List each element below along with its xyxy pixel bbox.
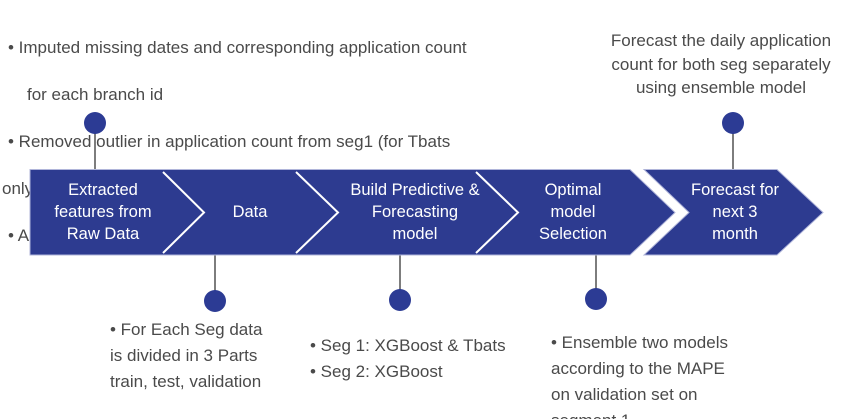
note-line: • Removed outlier in application count f… <box>8 131 451 151</box>
band-segment-optimal-model-selection: Optimal model Selection <box>539 181 607 243</box>
note-data-split: • For Each Seg data is divided in 3 Part… <box>110 320 263 391</box>
note-line: for each branch id <box>27 84 164 104</box>
band-segment-forecast-next-3-month: Forecast for next 3 month <box>690 181 780 243</box>
connector-dot-bottom-1 <box>204 290 226 312</box>
band-segment-data: Data <box>232 203 268 221</box>
band-segment-extracted-features: Extracted features from Raw Data <box>54 181 152 243</box>
connector-dot-bottom-2 <box>389 289 411 311</box>
note-line: • Imputed missing dates and correspondin… <box>8 37 467 57</box>
band-segment-build-model: Build Predictive & Forecasting model <box>350 181 480 243</box>
note-models-per-segment: • Seg 1: XGBoost & Tbats • Seg 2: XGBoos… <box>310 336 506 381</box>
connector-dot-bottom-3 <box>585 288 607 310</box>
note-forecast-ensemble: Forecast the daily application count for… <box>610 31 832 97</box>
note-ensemble-mape: • Ensemble two models according to the M… <box>551 333 728 419</box>
connector-dot-top-right <box>722 112 744 134</box>
